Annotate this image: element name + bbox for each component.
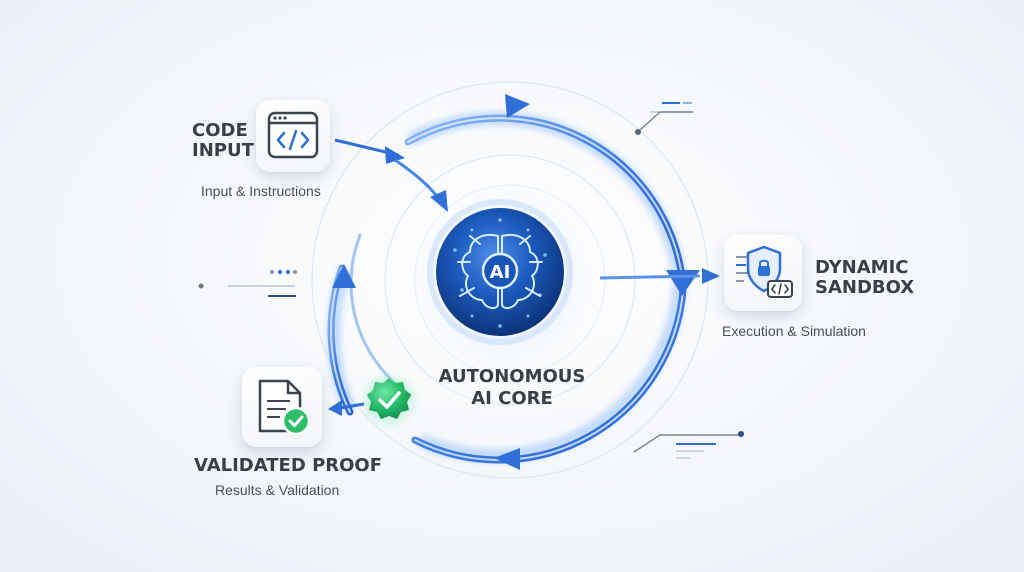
- window-dot: [278, 116, 282, 120]
- code-input-title: CODE INPUT: [192, 121, 254, 161]
- entry-arrow-curve: [394, 158, 442, 201]
- ai-core-sphere: AI: [427, 199, 573, 345]
- badge-proof-line: [339, 402, 365, 410]
- window-dot: [283, 116, 287, 120]
- brain-circuit-icon: [457, 234, 543, 310]
- code-panel-brackets: [771, 283, 789, 295]
- deco-connector: [633, 434, 740, 453]
- arrowhead-left: [332, 264, 356, 288]
- validated-proof-subtitle: Results & Validation: [215, 482, 340, 498]
- brain-trace-right: [519, 235, 543, 297]
- circuit-dot: [543, 253, 547, 257]
- code-brackets: [276, 129, 310, 151]
- code-window-icon: [267, 111, 319, 159]
- entry-arrow-curve-head: [430, 190, 448, 212]
- arrowhead-top: [505, 94, 530, 118]
- dynamic-sandbox-card: [724, 235, 802, 311]
- brain-trace-left: [457, 235, 481, 297]
- deco-dot: [198, 283, 204, 289]
- brain-left-lobe: [461, 234, 499, 310]
- code-input-card: [256, 100, 330, 172]
- dynamic-sandbox-subtitle: Execution & Simulation: [722, 323, 866, 339]
- circuit-dot: [470, 228, 474, 232]
- arrowhead-bottom: [494, 448, 520, 470]
- code-input-title-line2: INPUT: [192, 139, 254, 161]
- dynamic-sandbox-title-line2: SANDBOX: [815, 276, 915, 298]
- document-check-icon: [258, 379, 311, 436]
- badge-proof-head: [328, 400, 342, 416]
- window-dot: [273, 116, 277, 120]
- code-input-subtitle: Input & Instructions: [201, 183, 321, 199]
- badge-seal: [367, 378, 411, 419]
- ai-core-title-line1: AUTONOMOUS: [438, 366, 586, 387]
- deco-dot: [286, 270, 290, 274]
- check-mark: [288, 415, 304, 427]
- core-sandbox-head: [702, 268, 720, 284]
- badge-to-proof-arrow: [328, 400, 365, 416]
- deco-dot: [278, 270, 282, 274]
- circuit-dot: [526, 228, 530, 232]
- check-circle: [281, 406, 311, 436]
- arc-glow-right: [417, 279, 687, 463]
- circuit-dot: [460, 288, 464, 292]
- brain-right-lobe: [501, 234, 539, 310]
- decorations: [198, 102, 744, 459]
- arc-top-highlight: [407, 117, 684, 286]
- shield-lock-code-icon: [736, 245, 793, 298]
- deco-dot: [293, 270, 297, 274]
- lock-shackle: [759, 259, 769, 266]
- circuit-dot: [498, 218, 502, 222]
- dynamic-sandbox-title-line1: DYNAMIC: [815, 257, 909, 278]
- circuit-dot: [453, 248, 457, 252]
- circuit-dot: [526, 314, 530, 318]
- validated-proof-card: [242, 367, 322, 447]
- ai-badge-label: AI: [490, 262, 511, 283]
- circuit-dot: [470, 314, 474, 318]
- validated-proof-title: VALIDATED PROOF: [194, 455, 383, 476]
- code-input-title-line1: CODE: [192, 120, 248, 141]
- ai-core-title-line2: AI CORE: [471, 387, 553, 409]
- deco-dot: [270, 270, 274, 274]
- document-fold: [286, 381, 300, 395]
- deco-dot: [738, 431, 744, 437]
- check-badge-icon: [363, 374, 415, 426]
- deco-bottom-right: [633, 431, 744, 459]
- lock-body: [758, 266, 770, 276]
- arc-bottom-highlight: [414, 289, 684, 461]
- deco-connector: [639, 111, 693, 131]
- entry-arrow: [334, 138, 448, 212]
- sphere-halo: [427, 199, 573, 345]
- ai-badge-ring: [481, 252, 519, 290]
- ai-core-title: AUTONOMOUS AI CORE: [432, 367, 592, 409]
- core-to-sandbox-arrow: [599, 268, 720, 284]
- dynamic-sandbox-title: DYNAMIC SANDBOX: [815, 258, 914, 298]
- circuit-dot: [498, 324, 502, 328]
- entry-arrow-head: [385, 146, 405, 164]
- deco-dot: [635, 129, 641, 135]
- arc-inner-left: [349, 233, 412, 397]
- window-frame: [267, 111, 319, 159]
- faint-ring-mid: [384, 154, 636, 406]
- core-sandbox-line: [599, 274, 701, 280]
- arrowhead-right: [666, 270, 700, 296]
- badge-check: [378, 391, 401, 409]
- deco-top-right: [635, 102, 693, 135]
- deco-left: [198, 270, 297, 297]
